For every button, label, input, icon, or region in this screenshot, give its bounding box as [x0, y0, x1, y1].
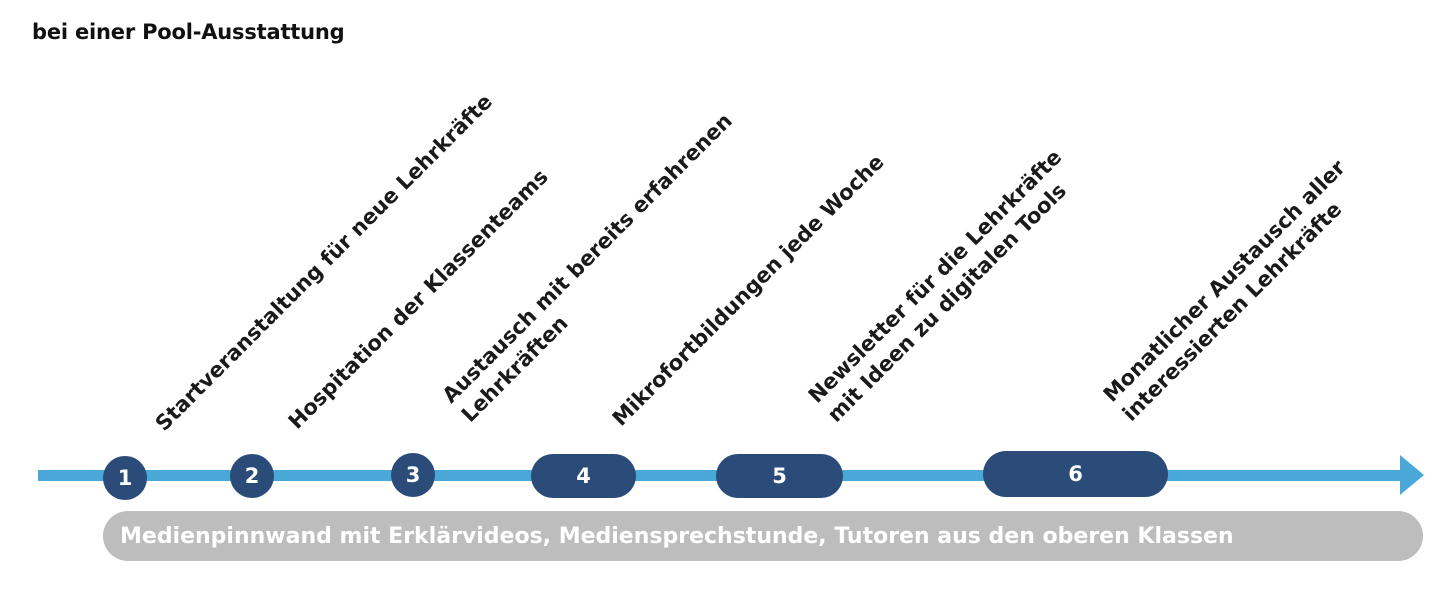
step-2-marker: 2	[230, 454, 274, 498]
step-6-marker: 6	[983, 451, 1168, 497]
page-title: bei einer Pool-Ausstattung	[32, 20, 345, 44]
step-2-label-line-1: Hospitation der Klassenteams	[283, 164, 553, 434]
step-6-label-line-2: interessierten Lehrkräfte	[1117, 197, 1347, 426]
step-3-marker: 3	[391, 453, 435, 497]
step-1-marker: 1	[103, 456, 147, 500]
step-5-label-line-2: mit Ideen zu digitalen Tools	[822, 178, 1071, 427]
support-resources-text: Medienpinnwand mit Erklärvideos, Mediens…	[120, 523, 1234, 549]
timeline-arrow-head	[1400, 455, 1424, 495]
step-6-label-line-1: Monatlicher Austausch aller	[1098, 155, 1351, 407]
step-2-label: Hospitation der Klassenteams	[283, 164, 554, 435]
step-3-label: Austausch mit bereits erfahrenen Lehrkrä…	[437, 108, 757, 428]
step-3-label-line-2: Lehrkräften	[456, 310, 573, 427]
step-4-marker: 4	[531, 454, 636, 498]
step-5-marker: 5	[716, 454, 843, 498]
support-resources-bar: Medienpinnwand mit Erklärvideos, Mediens…	[103, 511, 1423, 561]
step-6-label: Monatlicher Austausch aller interessiert…	[1098, 155, 1371, 428]
